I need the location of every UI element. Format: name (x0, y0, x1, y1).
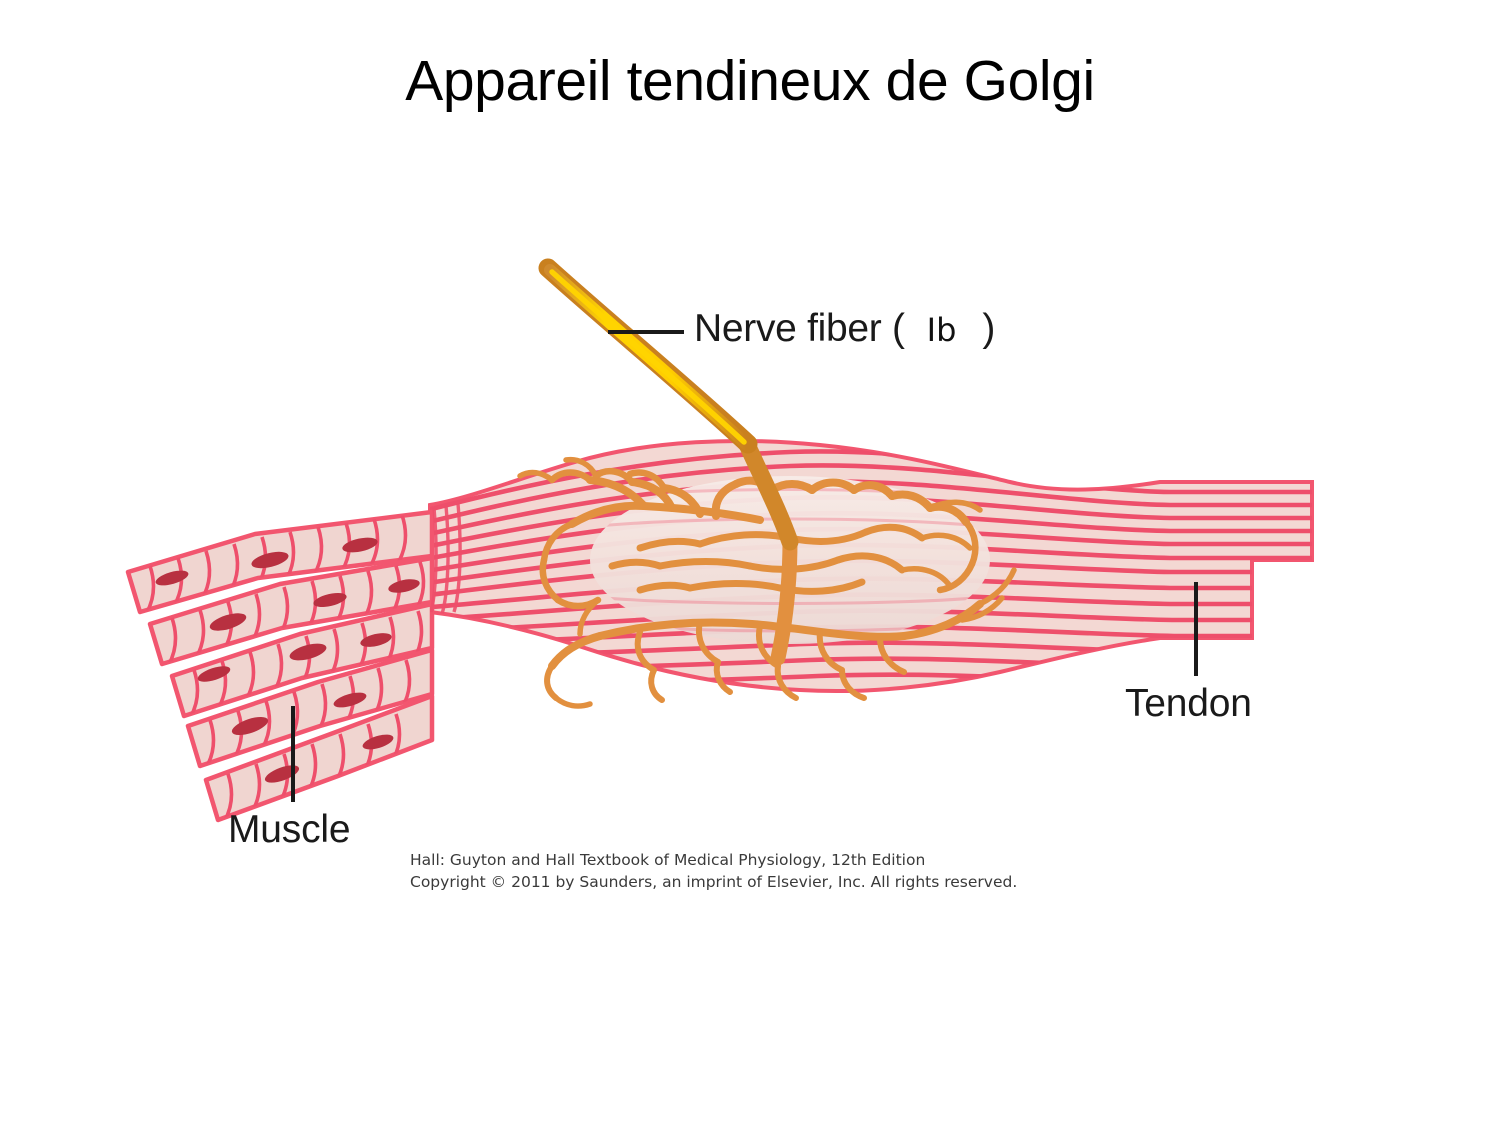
nerve-fiber-trunk (538, 258, 799, 666)
muscle-nucleus (197, 633, 392, 682)
credit-line-source: Hall: Guyton and Hall Textbook of Medica… (410, 851, 926, 869)
muscle-nucleus (209, 579, 420, 631)
muscle-nucleus (231, 692, 367, 736)
muscle-fascicle (169, 601, 435, 719)
label-nerve-fiber: Nerve fiber ( Ib) (694, 307, 995, 351)
credit-block: Hall: Guyton and Hall Textbook of Medica… (410, 849, 1017, 894)
nerve-ending-arborization (517, 456, 1017, 709)
credit-line-copyright: Copyright © 2011 by Saunders, an imprint… (410, 873, 1018, 892)
label-nerve-fiber-subtype: Ib (926, 311, 957, 349)
muscle-fascicles (125, 503, 462, 823)
label-nerve-fiber-prefix: Nerve fiber ( (694, 307, 905, 350)
label-muscle: Muscle (228, 808, 351, 851)
leader-lines (291, 330, 1198, 802)
label-tendon: Tendon (1125, 682, 1252, 725)
label-nerve-fiber-suffix: ) (982, 307, 996, 350)
muscle-nucleus (155, 537, 378, 586)
page-title: Appareil tendineux de Golgi (405, 49, 1095, 113)
muscle-nucleus (264, 734, 394, 783)
muscle-fascicle (203, 693, 435, 823)
